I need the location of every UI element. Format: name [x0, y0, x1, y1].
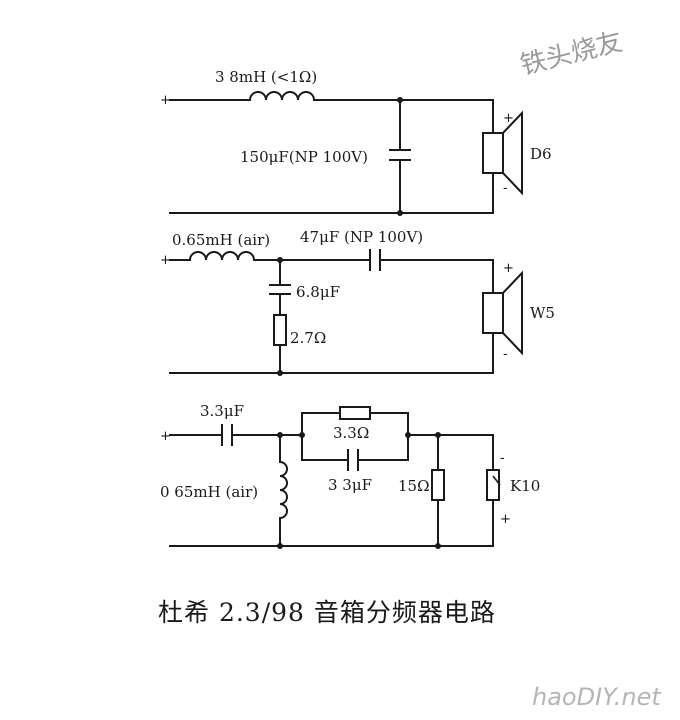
input-plus-2: +: [160, 253, 171, 268]
shunt-resistor-3: [431, 469, 445, 501]
series-capacitor-2: [369, 249, 381, 271]
speaker-w5-label: W5: [530, 304, 555, 322]
tweeter-k10-label: K10: [510, 477, 540, 495]
parallel-capacitor-3-label: 3 3μF: [328, 476, 372, 494]
shunt-capacitor-2: [269, 284, 291, 295]
inductor-2: [188, 251, 256, 262]
tweeter-k10-plus: +: [500, 512, 511, 527]
speaker-w5-plus: +: [503, 261, 514, 276]
shunt-resistor-3-label: 15Ω: [398, 477, 430, 495]
capacitor-1-label: 150μF(NP 100V): [240, 148, 368, 166]
resistor-2-label: 2.7Ω: [290, 329, 326, 347]
inductor-3: [278, 460, 288, 520]
speaker-w5-minus: -: [503, 347, 508, 362]
capacitor-1: [389, 149, 411, 161]
speaker-w5: [482, 270, 523, 356]
input-plus-1: +: [160, 93, 171, 108]
inductor-1-label: 3 8mH (<1Ω): [215, 68, 317, 86]
circuit-2-midrange: + 0.65mH (air) 47μF (NP 100V) 6.8μF 2.7Ω…: [160, 228, 555, 376]
parallel-resistor-3: [339, 406, 371, 420]
series-capacitor-2-label: 47μF (NP 100V): [300, 228, 423, 246]
diagram-caption: 杜希 2.3/98 音箱分频器电路: [158, 598, 496, 627]
circuit-3-tweeter: + 3.3μF 0 65mH (air) 3.3Ω 3 3μF 15Ω: [160, 402, 540, 549]
shunt-capacitor-2-label: 6.8μF: [296, 283, 340, 301]
inductor-3-label: 0 65mH (air): [160, 483, 258, 501]
circuit-1-woofer: + 3 8mH (<1Ω) 150μF(NP 100V) + - D6: [160, 68, 552, 216]
input-plus-3: +: [160, 429, 171, 444]
parallel-resistor-3-label: 3.3Ω: [333, 424, 369, 442]
resistor-2: [273, 314, 287, 346]
watermark-bottom: haoDIY.net: [532, 683, 662, 711]
speaker-d6-label: D6: [530, 145, 552, 163]
series-capacitor-3-label: 3.3μF: [200, 402, 244, 420]
tweeter-k10: [486, 449, 501, 547]
speaker-d6-minus: -: [503, 181, 508, 196]
tweeter-k10-minus: -: [500, 451, 505, 466]
series-capacitor-3: [221, 424, 233, 446]
speaker-d6: [482, 110, 523, 196]
inductor-2-label: 0.65mH (air): [172, 231, 270, 249]
watermark-top: 铁头烧友: [517, 27, 625, 81]
inductor-1: [248, 91, 316, 102]
speaker-d6-plus: +: [503, 111, 514, 126]
parallel-capacitor-3: [347, 449, 359, 471]
